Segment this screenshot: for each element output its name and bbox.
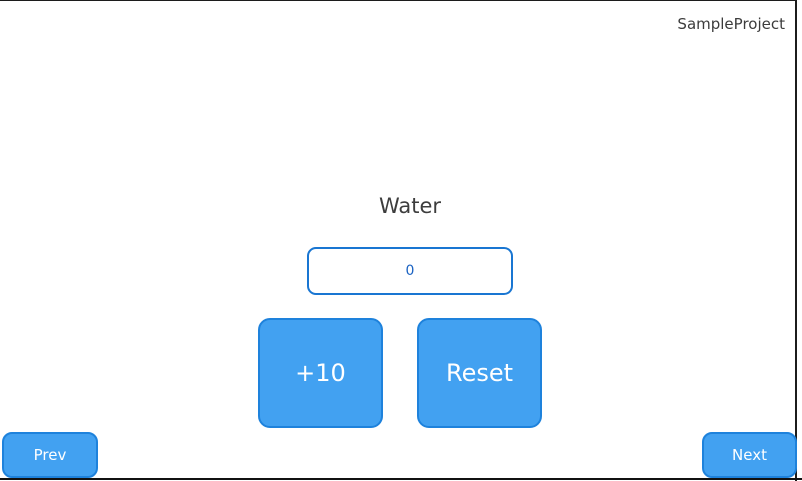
prev-button[interactable]: Prev (2, 432, 98, 478)
window-title: SampleProject (677, 15, 785, 33)
window-border-top (0, 0, 797, 1)
window-border-bottom (0, 478, 802, 480)
next-button[interactable]: Next (702, 432, 797, 478)
counter-value: 0 (405, 263, 415, 279)
window-border-right (795, 0, 797, 481)
counter-value-field[interactable]: 0 (307, 247, 513, 295)
increment-button[interactable]: +10 (258, 318, 383, 428)
counter-label: Water (378, 194, 442, 218)
reset-button[interactable]: Reset (417, 318, 542, 428)
